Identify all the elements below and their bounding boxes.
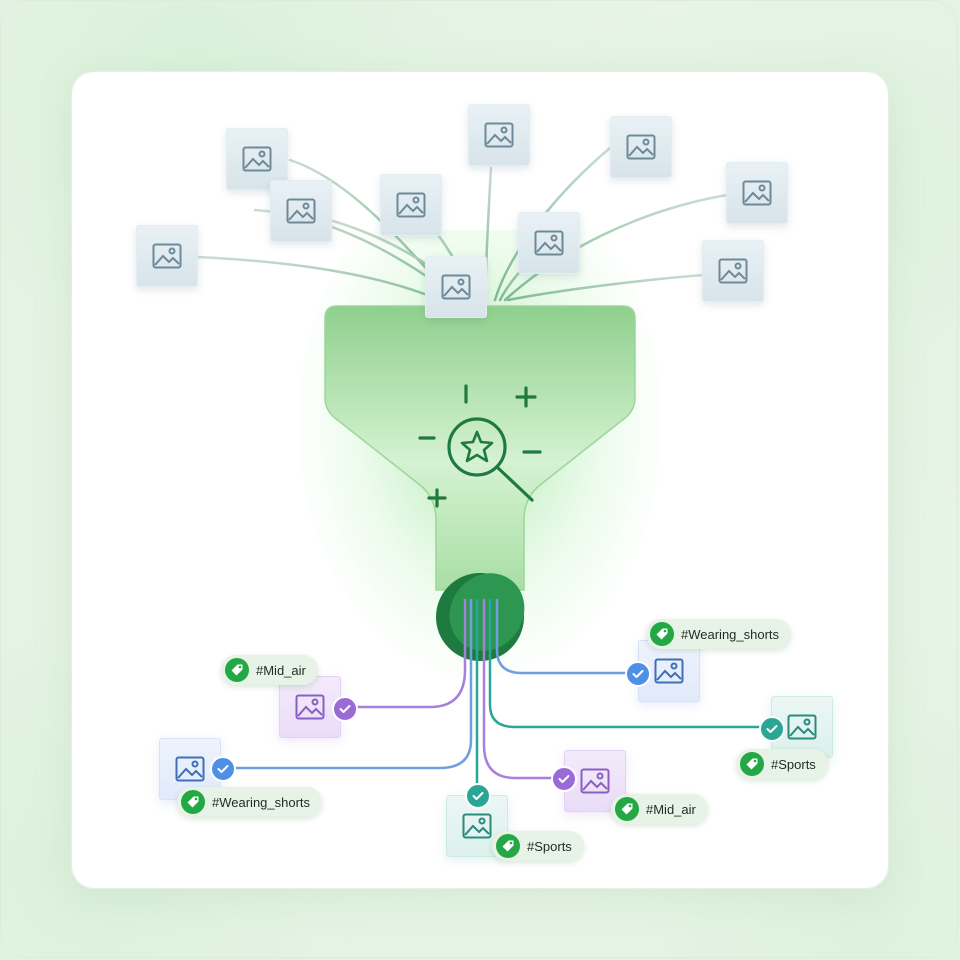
source-image-tile — [136, 225, 198, 287]
tag-icon — [496, 834, 520, 858]
tag-label: #Mid_air — [646, 802, 696, 817]
source-image-tile — [380, 174, 442, 236]
image-icon — [718, 258, 748, 284]
image-icon — [484, 122, 514, 148]
in-line — [508, 275, 703, 300]
source-image-tile — [610, 116, 672, 178]
image-icon — [152, 243, 182, 269]
image-icon — [286, 198, 316, 224]
source-image-tile — [518, 212, 580, 274]
tag-chip: #Sports — [492, 831, 584, 861]
check-icon — [332, 696, 358, 722]
image-icon — [626, 134, 656, 160]
image-icon — [654, 658, 684, 684]
image-icon — [580, 768, 610, 794]
source-image-tile — [468, 104, 530, 166]
check-icon — [551, 766, 577, 792]
tag-chip: #Mid_air — [611, 794, 708, 824]
image-icon — [242, 146, 272, 172]
tag-icon — [615, 797, 639, 821]
check-icon — [625, 661, 651, 687]
source-image-tile — [270, 180, 332, 242]
tag-label: #Sports — [527, 839, 572, 854]
source-image-tile — [702, 240, 764, 302]
tag-icon — [225, 658, 249, 682]
tag-label: #Wearing_shorts — [212, 795, 310, 810]
check-icon — [759, 716, 785, 742]
tag-label: #Mid_air — [256, 663, 306, 678]
tag-chip: #Sports — [736, 749, 828, 779]
tag-label: #Wearing_shorts — [681, 627, 779, 642]
tag-icon — [181, 790, 205, 814]
image-icon — [441, 274, 471, 300]
tag-icon — [650, 622, 674, 646]
in-line — [198, 257, 440, 300]
image-icon — [295, 694, 325, 720]
tag-icon — [740, 752, 764, 776]
tag-chip: #Wearing_shorts — [646, 619, 791, 649]
image-icon — [742, 180, 772, 206]
tag-label: #Sports — [771, 757, 816, 772]
check-icon — [210, 756, 236, 782]
image-icon — [175, 756, 205, 782]
image-icon — [787, 714, 817, 740]
check-icon — [465, 783, 491, 809]
image-icon — [396, 192, 426, 218]
image-icon — [462, 813, 492, 839]
source-image-tile — [425, 256, 487, 318]
tag-chip: #Mid_air — [221, 655, 318, 685]
funnel-body — [325, 306, 635, 590]
tag-chip: #Wearing_shorts — [177, 787, 322, 817]
image-icon — [534, 230, 564, 256]
source-image-tile — [726, 162, 788, 224]
